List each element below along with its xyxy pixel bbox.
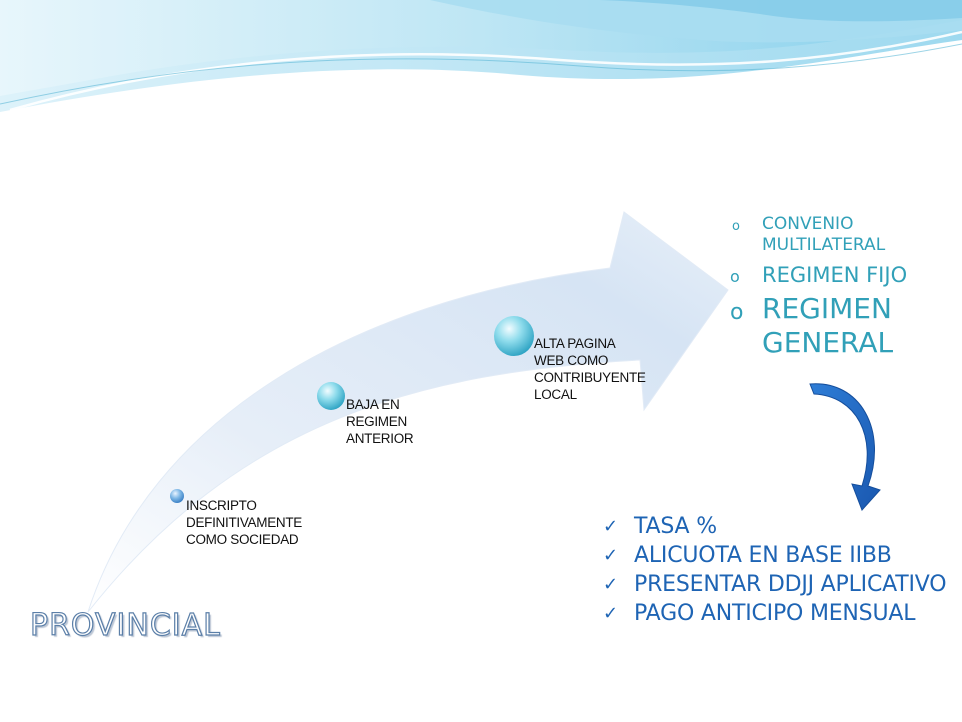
provincial-label: PROVINCIAL — [29, 607, 221, 643]
curved-down-arrow-icon — [809, 383, 881, 511]
checklist-item: ✓ ALICUOTA EN BASE IIBB — [603, 541, 962, 570]
checkmark-icon: ✓ — [603, 516, 618, 537]
checkmark-icon: ✓ — [603, 574, 618, 595]
step-label-1: INSCRIPTO DEFINITIVAMENTE COMO SOCIEDAD — [186, 498, 303, 547]
checklist-item-label: PAGO ANTICIPO MENSUAL — [634, 601, 916, 626]
step-bead-3 — [494, 316, 534, 356]
option-regimen-general: o REGIMEN GENERAL — [730, 292, 962, 360]
circle-bullet-icon: o — [732, 219, 740, 234]
checklist-item-label: TASA % — [634, 514, 717, 539]
checklist-item-label: ALICUOTA EN BASE IIBB — [634, 543, 892, 568]
step-label-3: ALTA PAGINA WEB COMO CONTRIBUYENTE LOCAL — [534, 336, 646, 402]
checkmark-icon: ✓ — [603, 603, 618, 624]
option-regimen-fijo: o REGIMEN FIJO — [730, 262, 962, 288]
step-bead-1 — [170, 489, 184, 503]
checklist-item: ✓ TASA % — [603, 512, 962, 541]
checklist-item-label: PRESENTAR DDJJ APLICATIVO — [634, 572, 947, 597]
requirements-checklist: ✓ TASA % ✓ ALICUOTA EN BASE IIBB ✓ PRESE… — [603, 512, 962, 628]
circle-bullet-icon: o — [730, 267, 740, 286]
progress-arrow — [87, 211, 729, 613]
checkmark-icon: ✓ — [603, 545, 618, 566]
option-label: CONVENIO MULTILATERAL — [762, 214, 886, 255]
step-label-2: BAJA EN REGIMEN ANTERIOR — [346, 397, 414, 446]
option-label: REGIMEN FIJO — [762, 263, 908, 287]
option-convenio-multilateral: o CONVENIO MULTILATERAL — [730, 214, 962, 256]
circle-bullet-icon: o — [730, 300, 744, 325]
top-wave-decoration — [0, 0, 962, 112]
step-bead-2 — [317, 382, 345, 410]
option-label: REGIMEN GENERAL — [762, 292, 894, 359]
checklist-item: ✓ PRESENTAR DDJJ APLICATIVO — [603, 570, 962, 599]
regime-options-list: o CONVENIO MULTILATERAL o REGIMEN FIJO o… — [730, 214, 962, 360]
checklist-item: ✓ PAGO ANTICIPO MENSUAL — [603, 599, 962, 628]
